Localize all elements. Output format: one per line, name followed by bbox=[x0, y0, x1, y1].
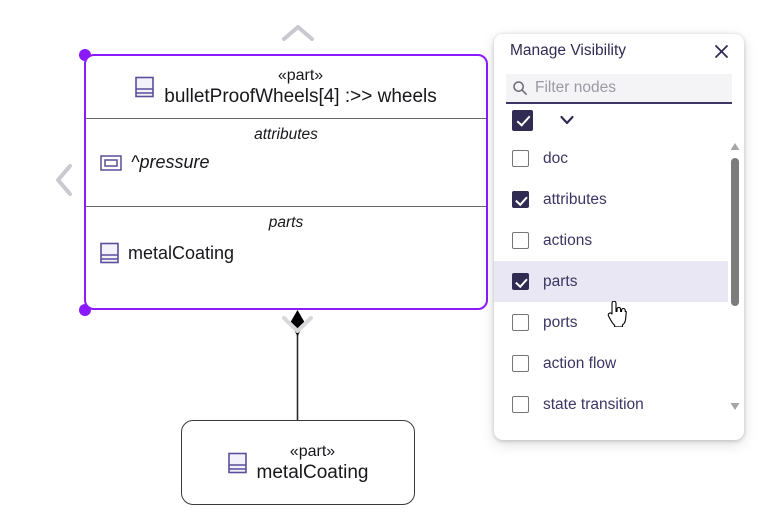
visibility-option-checkbox[interactable] bbox=[512, 232, 529, 249]
scrollbar-thumb[interactable] bbox=[731, 158, 739, 306]
part-block-icon bbox=[100, 242, 119, 264]
attribute-icon bbox=[100, 154, 122, 171]
visibility-option-checkbox[interactable] bbox=[512, 273, 529, 290]
attribute-row-pressure[interactable]: ^pressure bbox=[86, 152, 486, 173]
panel-header: Manage Visibility bbox=[494, 34, 744, 68]
chevron-left-icon[interactable] bbox=[53, 162, 75, 198]
node-name: metalCoating bbox=[256, 461, 369, 483]
node-stereotype: «part» bbox=[289, 442, 336, 460]
list-scrollbar[interactable] bbox=[728, 138, 742, 415]
node-stereotype: «part» bbox=[277, 67, 324, 84]
visibility-option-label: attributes bbox=[543, 190, 607, 208]
select-all-checkbox[interactable] bbox=[512, 109, 533, 131]
part-label: metalCoating bbox=[128, 242, 235, 263]
close-icon[interactable] bbox=[710, 40, 732, 62]
scroll-up-arrow-icon[interactable] bbox=[730, 142, 740, 152]
attribute-label: ^pressure bbox=[131, 152, 210, 172]
compartment-label-attributes: attributes bbox=[254, 126, 318, 143]
visibility-options-list[interactable]: doc attributes actions parts ports action flo… bbox=[494, 138, 744, 415]
visibility-option-row[interactable]: action flow bbox=[494, 343, 730, 384]
visibility-option-checkbox[interactable] bbox=[512, 191, 529, 208]
part-node-bulletproofwheels[interactable]: «part» bulletProofWheels[4] :>> wheels a… bbox=[84, 54, 488, 310]
visibility-option-label: action flow bbox=[543, 354, 617, 372]
visibility-option-row[interactable]: state transition bbox=[494, 384, 730, 415]
compartment-label-parts: parts bbox=[268, 214, 304, 231]
visibility-option-row[interactable]: ports bbox=[494, 302, 730, 343]
pointer-hand-cursor bbox=[607, 301, 627, 327]
visibility-option-checkbox[interactable] bbox=[512, 396, 529, 413]
part-node-metalcoating[interactable]: «part» metalCoating bbox=[181, 420, 415, 505]
visibility-option-row[interactable]: attributes bbox=[494, 179, 730, 220]
visibility-option-label: doc bbox=[543, 149, 568, 167]
visibility-option-row[interactable]: parts bbox=[494, 261, 730, 302]
compartment-attributes: attributes ^pressure bbox=[86, 118, 486, 206]
visibility-option-label: actions bbox=[543, 231, 593, 249]
filter-search-box[interactable] bbox=[506, 74, 732, 104]
visibility-option-checkbox[interactable] bbox=[512, 150, 529, 167]
node-header: «part» bulletProofWheels[4] :>> wheels bbox=[86, 56, 486, 118]
search-input[interactable] bbox=[535, 79, 726, 97]
visibility-option-checkbox[interactable] bbox=[512, 355, 529, 372]
visibility-option-row[interactable]: actions bbox=[494, 220, 730, 261]
node-name: bulletProofWheels[4] :>> wheels bbox=[164, 86, 437, 107]
compartment-parts: parts metalCoating bbox=[86, 206, 486, 306]
select-all-row[interactable] bbox=[494, 104, 744, 134]
part-block-icon bbox=[135, 76, 155, 98]
chevron-down-icon[interactable] bbox=[559, 114, 575, 126]
scroll-down-arrow-icon[interactable] bbox=[730, 401, 740, 411]
search-icon bbox=[513, 81, 527, 95]
manage-visibility-panel[interactable]: Manage Visibility doc attributes actions bbox=[494, 34, 744, 440]
chevron-up-icon[interactable] bbox=[280, 22, 316, 44]
visibility-option-label: state transition bbox=[543, 395, 644, 413]
visibility-option-label: parts bbox=[543, 272, 578, 290]
visibility-option-label: ports bbox=[543, 313, 578, 331]
visibility-option-row[interactable]: doc bbox=[494, 138, 730, 179]
part-row-metalcoating[interactable]: metalCoating bbox=[86, 242, 486, 264]
visibility-option-checkbox[interactable] bbox=[512, 314, 529, 331]
panel-title: Manage Visibility bbox=[510, 42, 627, 59]
part-block-icon bbox=[227, 452, 247, 473]
